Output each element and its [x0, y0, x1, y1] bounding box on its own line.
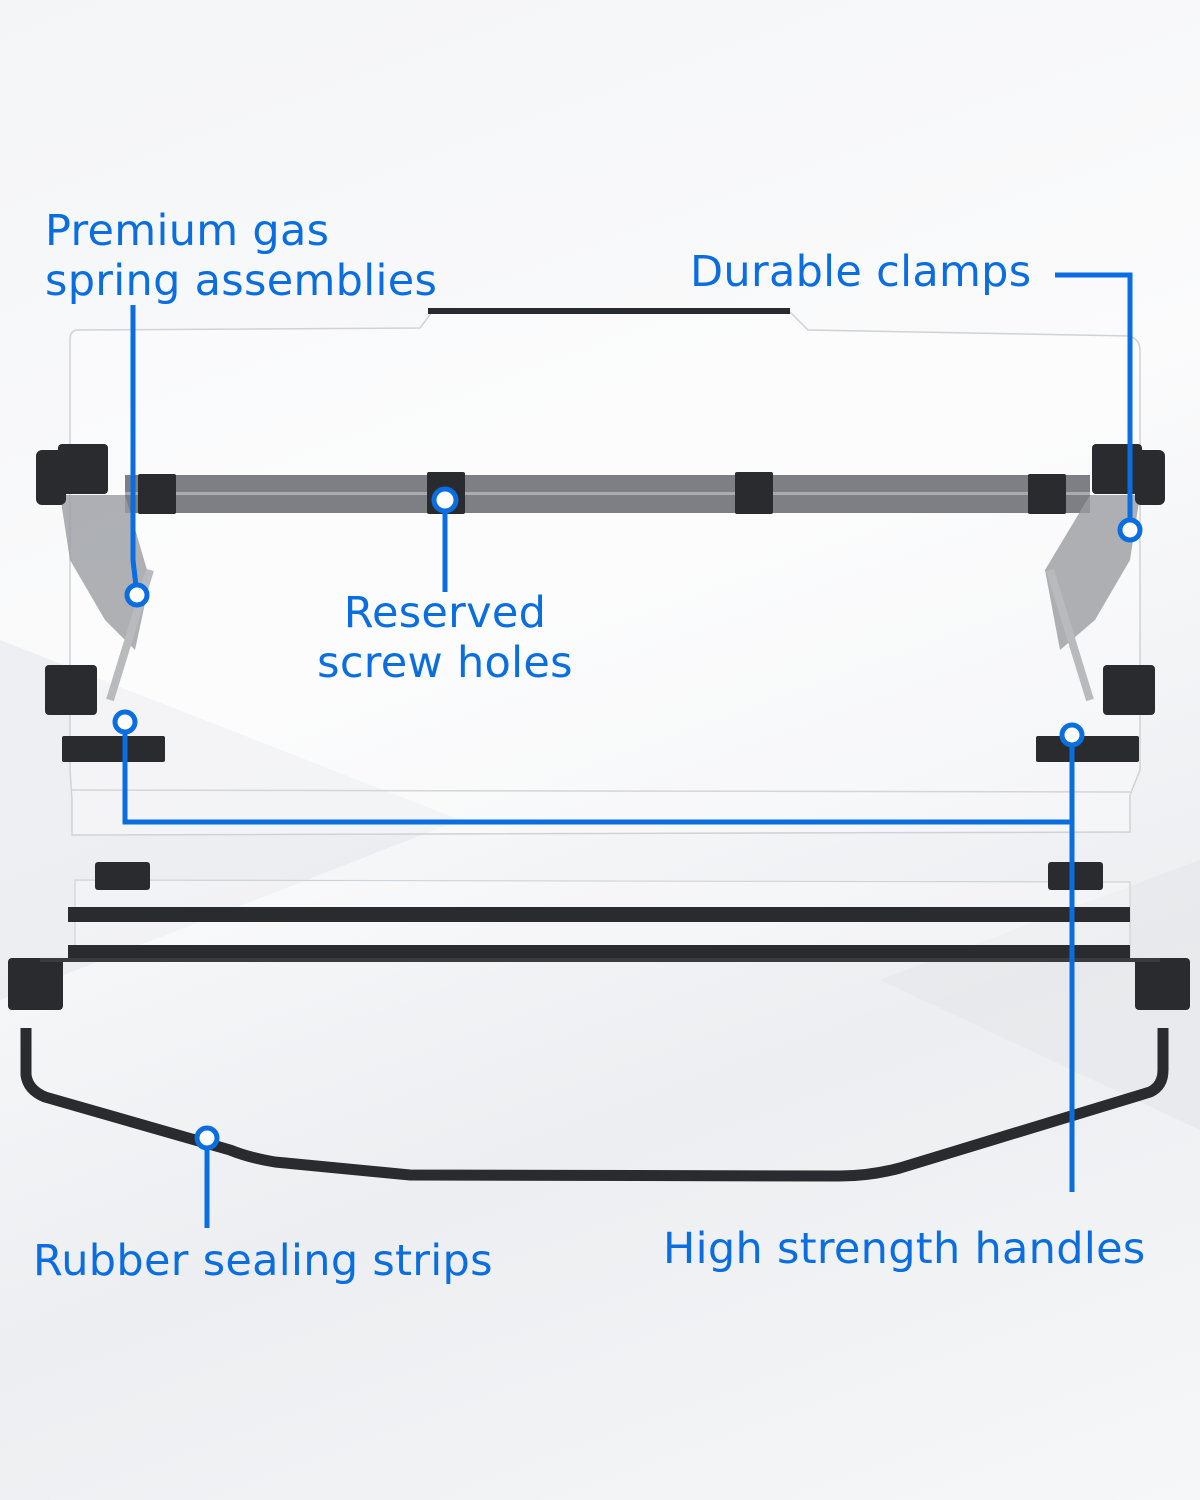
- screw-holes-label-line2: screw holes: [317, 638, 573, 688]
- handles-label: High strength handles: [663, 1224, 1146, 1274]
- gas-spring-label: Premium gas spring assemblies: [45, 206, 437, 306]
- rubber-strip: [20, 1028, 1169, 1182]
- clamps-label: Durable clamps: [690, 247, 1032, 297]
- gas-spring-label-line1: Premium gas: [45, 206, 330, 256]
- brackets: [36, 444, 1165, 762]
- lower-rails: [8, 862, 1190, 1010]
- gas-spring-label-line2: spring assemblies: [45, 256, 438, 306]
- screw-holes-label: Reserved screw holes: [300, 588, 590, 688]
- gas-spring-dot: [124, 582, 150, 608]
- rubber-label: Rubber sealing strips: [33, 1236, 493, 1286]
- handle-dot-right: [1059, 722, 1085, 748]
- top-seal-strip: [428, 308, 790, 314]
- callout-dots: [112, 486, 1143, 1151]
- clamp-dot: [1117, 517, 1143, 543]
- windshield-glass: [69, 311, 1141, 836]
- rubber-dot: [194, 1125, 220, 1151]
- screw-hole-dot: [431, 486, 459, 514]
- handle-dot-left: [112, 709, 138, 735]
- screw-holes-label-line1: Reserved: [343, 588, 547, 638]
